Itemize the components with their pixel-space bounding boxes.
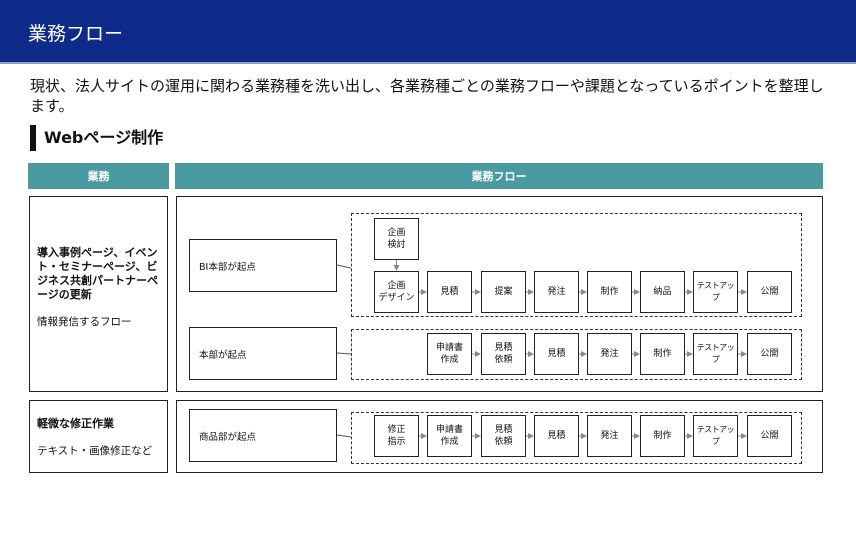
task-desc-1: 情報発信するフロー — [37, 316, 132, 328]
task-desc-2: テキスト・画像修正など — [37, 445, 153, 457]
step-honbu-1: 申請書 作成 — [427, 333, 472, 375]
header-divider — [0, 62, 856, 64]
step-shohin-1: 修正 指示 — [374, 415, 419, 457]
section-title: Webページ制作 — [44, 128, 164, 147]
step-bi-top: 企画 検討 — [374, 218, 419, 260]
task-title-2: 軽微な修正作業 — [37, 417, 114, 430]
step-shohin-4: 見積 — [534, 415, 579, 457]
column-header-flow: 業務フロー — [175, 163, 823, 189]
step-shohin-5: 発注 — [587, 415, 632, 457]
header-bar: 業務フロー — [0, 0, 856, 62]
page-title: 業務フロー — [28, 23, 124, 45]
step-honbu-2: 見積 依頼 — [481, 333, 526, 375]
step-bi-7: テストアップ — [693, 271, 738, 313]
step-shohin-2: 申請書 作成 — [427, 415, 472, 457]
flow-group-bi — [351, 213, 802, 317]
step-honbu-7: 公開 — [747, 333, 792, 375]
origin-honbu: 本部が起点 — [189, 327, 337, 380]
flow-group-honbu — [351, 329, 802, 380]
step-honbu-4: 発注 — [587, 333, 632, 375]
step-bi-2: 見積 — [427, 271, 472, 313]
step-bi-4: 発注 — [534, 271, 579, 313]
step-shohin-7: テストアップ — [693, 415, 738, 457]
task-cell-1 — [29, 196, 168, 392]
task-title-1: 導入事例ページ、イベント・セミナーページ、ビジネス共創パートナーページの更新 — [37, 246, 158, 301]
step-honbu-5: 制作 — [640, 333, 685, 375]
column-header-task: 業務 — [28, 163, 169, 189]
step-bi-8: 公開 — [747, 271, 792, 313]
step-bi-1: 企画 デザイン — [374, 271, 419, 313]
step-shohin-3: 見積 依頼 — [481, 415, 526, 457]
step-bi-3: 提案 — [481, 271, 526, 313]
step-shohin-6: 制作 — [640, 415, 685, 457]
task-cell-2 — [29, 400, 168, 473]
step-bi-5: 制作 — [587, 271, 632, 313]
intro-text: 現状、法人サイトの運用に関わる業務種を洗い出し、各業務種ごとの業務フローや課題と… — [30, 77, 824, 115]
origin-shohin: 商品部が起点 — [189, 409, 337, 462]
step-shohin-8: 公開 — [747, 415, 792, 457]
step-bi-6: 納品 — [640, 271, 685, 313]
origin-bi: BI本部が起点 — [189, 239, 337, 292]
section-marker — [30, 125, 36, 151]
flow-group-shohin — [351, 412, 802, 464]
step-honbu-6: テストアップ — [693, 333, 738, 375]
step-honbu-3: 見積 — [534, 333, 579, 375]
